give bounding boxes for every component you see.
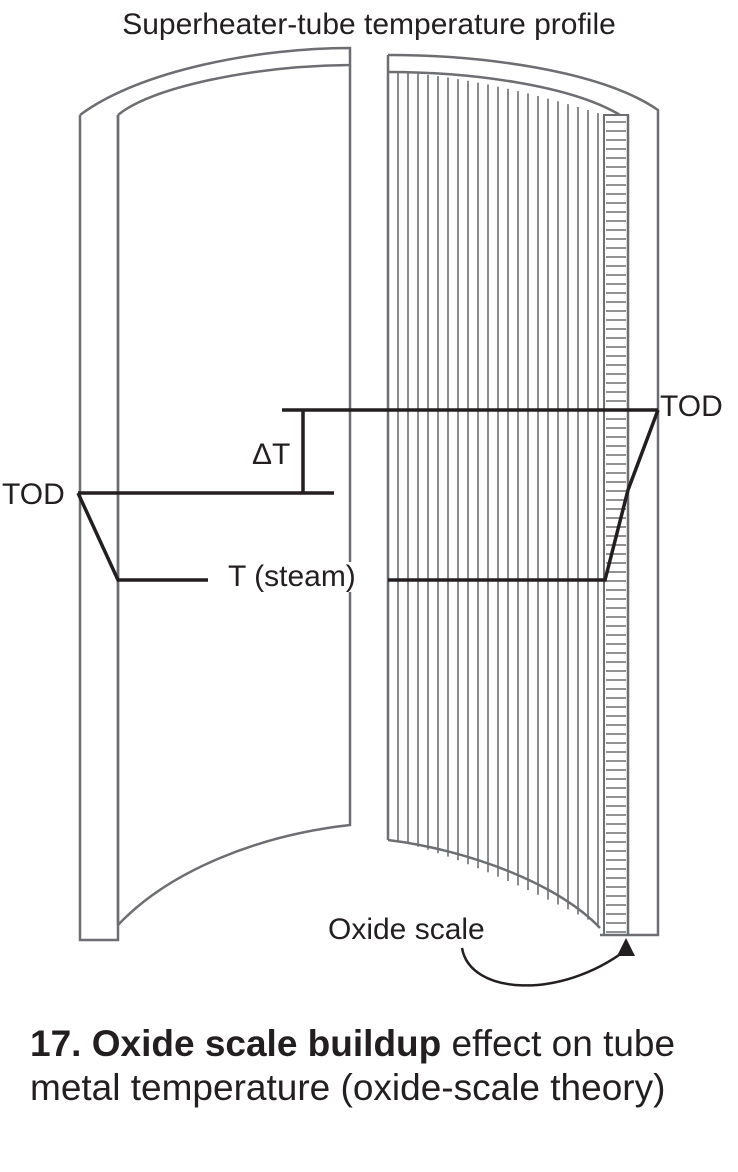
delta-t-label: ΔT [252, 438, 291, 471]
tod-right-label: TOD [660, 390, 723, 423]
left-tube-top-rim [79, 46, 352, 117]
oxide-scale-arrowhead [617, 938, 635, 956]
tod-left-label: TOD [2, 478, 65, 511]
right-tube-outer [387, 53, 660, 937]
figure-caption: 17. Oxide scale buildup effect on tube m… [30, 1022, 710, 1110]
oxide-scale-arrow [460, 947, 627, 987]
left-tube-bottom-curve [117, 65, 352, 926]
caption-text: effect on tube metal temperature (oxide-… [30, 1023, 676, 1108]
tube-diagram [76, 46, 660, 987]
caption-number: 17. [30, 1023, 82, 1064]
caption-bold-text: Oxide scale buildup [91, 1023, 442, 1064]
diagram-title: Superheater-tube temperature profile [122, 8, 616, 41]
t-steam-label: T (steam) [224, 562, 360, 592]
right-wall-gradient-line [388, 409, 660, 582]
right-tube-inner-rim [387, 70, 621, 117]
oxide-scale-band [603, 114, 629, 936]
left-wall-gradient-line [76, 492, 208, 582]
left-tube-wall [78, 115, 120, 942]
oxide-scale-label: Oxide scale [328, 913, 485, 946]
right-tube-bottom-curve [387, 838, 601, 929]
